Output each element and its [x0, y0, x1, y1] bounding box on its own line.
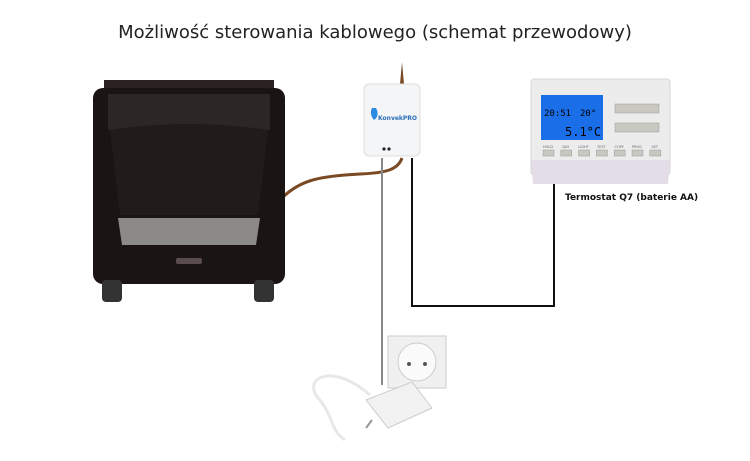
thermo-button-label: PROG — [632, 145, 642, 149]
thermo-button-label: TEST — [596, 145, 607, 149]
thermo-button-set[interactable] — [649, 149, 662, 157]
thermo-button-day[interactable] — [560, 149, 573, 157]
antenna-cable — [400, 62, 404, 84]
thermo-button-hold[interactable] — [542, 149, 555, 157]
signal-wire — [411, 158, 555, 307]
thermo-set-temp: 20° — [580, 109, 596, 119]
wall-socket — [387, 335, 447, 389]
brown-cable — [280, 157, 404, 200]
controller-logo: KonvekPRO — [378, 115, 417, 122]
thermostat-buttons: HOLD DAY LIGHT TEST COPY PROG SET — [542, 145, 662, 157]
thermo-room-temp: 5.1°C — [565, 125, 601, 139]
thermostat-label: Termostat Q7 (baterie AA) — [565, 193, 699, 203]
thermo-button-prog[interactable] — [631, 149, 644, 157]
power-adapter — [312, 374, 433, 442]
thermo-button-label: LIGHT — [578, 145, 589, 149]
thermo-button-light[interactable] — [578, 149, 590, 157]
thermo-button-label: COPY — [615, 145, 625, 149]
thermo-button-copy[interactable] — [613, 149, 626, 157]
thermo-button-label: DAY — [562, 145, 570, 149]
thermo-button-label: HOLD — [543, 145, 553, 149]
controller-box — [363, 83, 421, 157]
thermo-button-test[interactable] — [596, 149, 608, 157]
diagram-title: Możliwość sterowania kablowego (schemat … — [118, 22, 632, 43]
thermo-time: 20:51 — [544, 109, 571, 119]
gas-heater — [93, 80, 285, 302]
thermo-button-label: SET — [652, 145, 659, 149]
